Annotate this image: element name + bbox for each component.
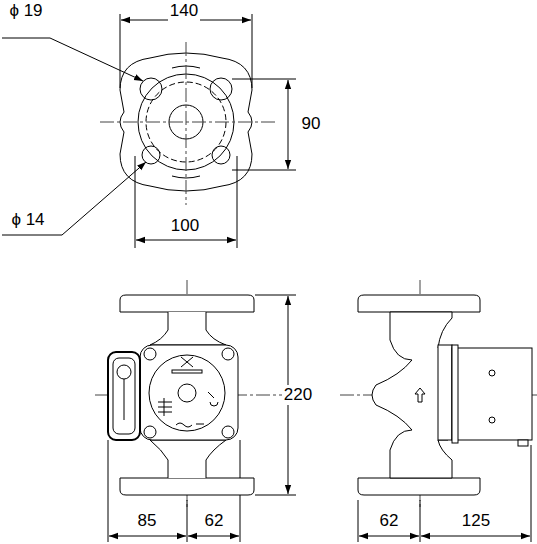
dimension-value: 62 — [203, 511, 226, 531]
dimension-value: 62 — [378, 511, 401, 531]
diameter-label: ϕ 19 — [7, 1, 44, 21]
dimension-value: 100 — [169, 216, 201, 236]
dimension-value: 85 — [136, 511, 159, 531]
dimension-value: 90 — [300, 114, 323, 134]
dimension-value: 140 — [168, 1, 200, 21]
dimension-value: 220 — [282, 385, 314, 405]
pump-front-view — [108, 295, 254, 495]
pump-side-view — [358, 295, 532, 495]
dimension-value: 125 — [460, 511, 492, 531]
center-lines — [95, 42, 537, 510]
dimension-lines — [2, 14, 531, 542]
diameter-label: ϕ 14 — [9, 210, 46, 230]
